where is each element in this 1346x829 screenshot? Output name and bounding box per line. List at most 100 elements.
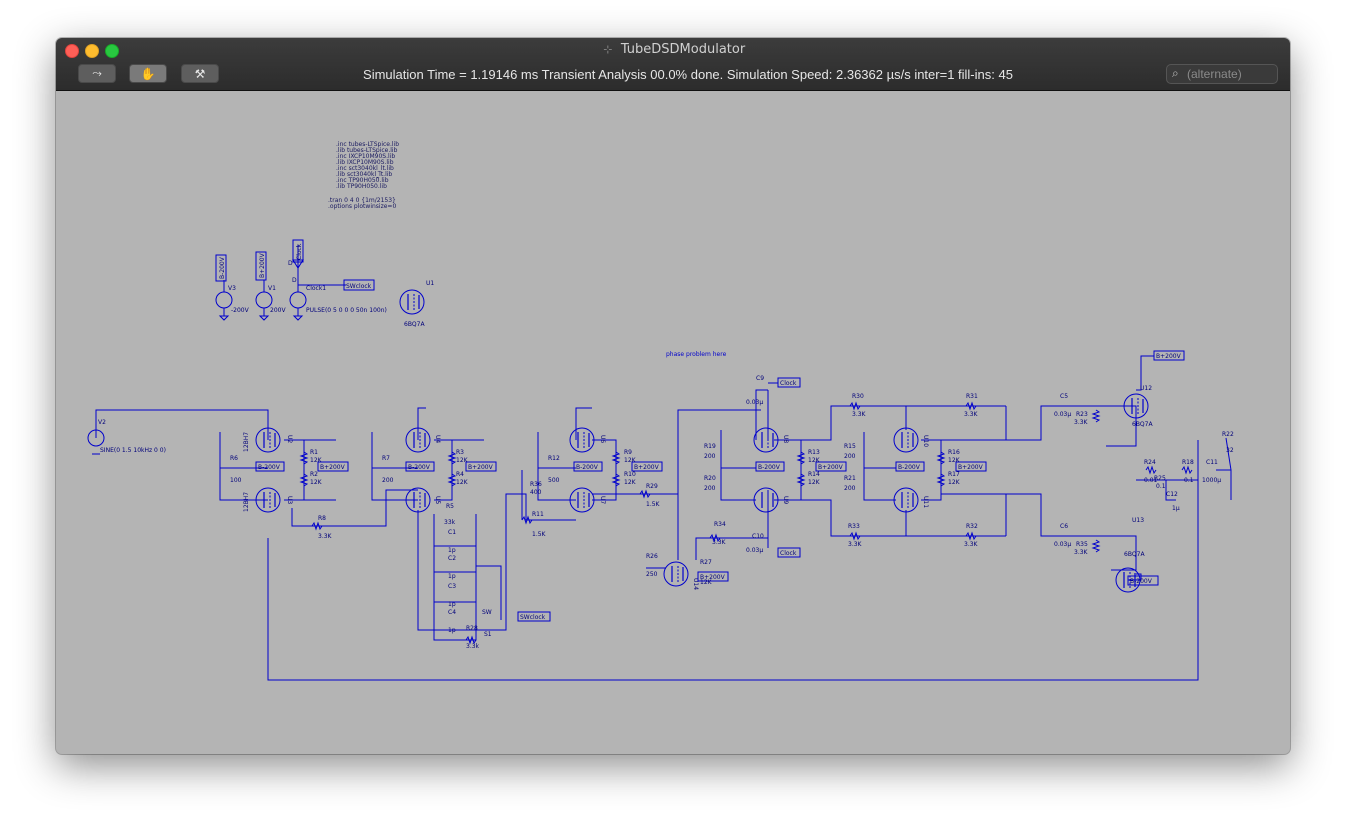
directive-line: .inc IXCP10M90S.lib [336, 153, 395, 160]
r22-label: R22 [1222, 431, 1234, 438]
minimize-button[interactable] [85, 44, 99, 58]
r28-value: 3.3k [466, 643, 480, 650]
c6-label: C6 [1060, 523, 1068, 530]
c5-label: C5 [1060, 393, 1068, 400]
net-label: B+200V [1156, 353, 1182, 360]
hand-tool-button[interactable]: ✋ [129, 64, 167, 83]
net-label: B-200V [258, 464, 281, 471]
u1-label: U1 [426, 280, 434, 287]
u2-model: 12BH7 [243, 432, 250, 452]
power-sources: V3 -200V V1 200V Clock1 PULSE(0 5 0 0 0 … [87, 239, 387, 454]
r18-value: 0.1 [1184, 477, 1194, 484]
r1-label: R1 [310, 449, 318, 456]
r6-label: R6 [230, 455, 238, 462]
r31-label: R31 [966, 393, 978, 400]
r5-label: R5 [446, 503, 454, 510]
directive-line: .lib TP90H050.lib [336, 183, 387, 190]
r15-label: R15 [844, 443, 856, 450]
r14-value: 12K [808, 479, 821, 486]
r31-value: 3.3K [964, 411, 979, 418]
r13-label: R13 [808, 449, 820, 456]
c4-label: C4 [448, 609, 456, 616]
r26-label: R26 [646, 553, 658, 560]
u11-label: U11 [922, 496, 929, 508]
u1-model-label: 6BQ7A [404, 321, 425, 328]
v3-label: V3 [228, 285, 236, 292]
probe-tool-button[interactable]: ⤳ [78, 64, 116, 83]
r29-label: R29 [646, 483, 658, 490]
r9-label: R9 [624, 449, 632, 456]
r18-label: R18 [1182, 459, 1194, 466]
search-box[interactable]: ⌕ [1166, 64, 1278, 84]
r8-value: 3.3K [318, 533, 333, 540]
net-label: B-200V [898, 464, 921, 471]
net-label: B+200V [958, 464, 984, 471]
r5-value: 33k [444, 519, 456, 526]
r19-label: R19 [704, 443, 716, 450]
u3-label: U3 [286, 496, 293, 504]
v3-net-label: B-200V [219, 256, 226, 279]
directive-line: .inc tubes-LTSpice.lib [336, 141, 399, 148]
swclock-net-label: SWclock [346, 283, 372, 290]
r32-label: R32 [966, 523, 978, 530]
directive-line: .inc sct3040kl_lt.lib [336, 165, 394, 172]
u12-label: U12 [1140, 385, 1152, 392]
r23-label: R23 [1076, 411, 1088, 418]
close-button[interactable] [65, 44, 79, 58]
r4-value: 12K [456, 479, 469, 486]
window-title-text: TubeDSDModulator [620, 42, 746, 57]
v1-value: 200V [270, 307, 286, 314]
tube-u1 [399, 289, 425, 315]
r34-label: R34 [714, 521, 726, 528]
c9-label: C9 [756, 375, 764, 382]
r15-value: 200 [844, 453, 856, 460]
r6-value: 100 [230, 477, 242, 484]
v2-label: V2 [98, 419, 106, 426]
r2-label: R2 [310, 471, 318, 478]
r11-value: 1.5K [532, 531, 547, 538]
r7-label: R7 [382, 455, 390, 462]
r32-value: 3.3K [964, 541, 979, 548]
c10-label: C10 [752, 533, 764, 540]
clock-net-label: Clock [296, 243, 303, 260]
r20-value: 200 [704, 485, 716, 492]
r27-label: R27 [700, 559, 712, 566]
net-label: Clock [780, 380, 797, 387]
component-labels: R1 12K R2 12K R6 100 R8 3.3K R7 200 R3 1… [230, 375, 1234, 650]
net-labels: B-200V B+200V B-200V B+200V B-200V B+200… [255, 350, 1185, 622]
r25-value: 0.1 [1156, 483, 1166, 490]
r35-value: 3.3K [1074, 549, 1089, 556]
u5-label: U5 [434, 496, 441, 504]
c6-value: 0.03µ [1054, 541, 1071, 548]
r8-label: R8 [318, 515, 326, 522]
r21-value: 200 [844, 485, 856, 492]
r7-value: 200 [382, 477, 394, 484]
r14-label: R14 [808, 471, 820, 478]
hammer-tool-button[interactable]: ⚒ [181, 64, 219, 83]
probe-icon: ⤳ [92, 66, 102, 80]
tran-directive: .tran 0 4 0 {1m/2153} [328, 197, 396, 204]
net-label: B+200V [468, 464, 494, 471]
c1-label: C1 [448, 529, 456, 536]
c2-label: C2 [448, 555, 456, 562]
c11-value: 1000µ [1202, 477, 1221, 484]
hand-icon: ✋ [140, 66, 156, 81]
u13-model: 6BQ7A [1124, 551, 1145, 558]
diode-label: D [288, 260, 293, 267]
u4-label: U4 [434, 435, 441, 443]
r3-label: R3 [456, 449, 464, 456]
search-input[interactable] [1187, 66, 1275, 82]
r25-label: R25 [1154, 475, 1166, 482]
u3-model: 12BH7 [243, 492, 250, 512]
title-bar: ⊹TubeDSDModulator ⤳ ✋ ⚒ Simulation Time … [56, 38, 1290, 91]
directive-line: .lib tubes-LTSpice.lib [336, 147, 398, 154]
c10-value: 0.03µ [746, 547, 763, 554]
schematic-canvas[interactable]: .inc tubes-LTSpice.lib .lib tubes-LTSpic… [56, 90, 1290, 754]
c12-value: 1µ [1172, 505, 1180, 512]
r11-label: R11 [532, 511, 544, 518]
zoom-button[interactable] [105, 44, 119, 58]
r10-value: 12K [624, 479, 637, 486]
app-window: ⊹TubeDSDModulator ⤳ ✋ ⚒ Simulation Time … [56, 38, 1290, 754]
schematic-icon: ⊹ [603, 43, 613, 56]
r30-label: R30 [852, 393, 864, 400]
